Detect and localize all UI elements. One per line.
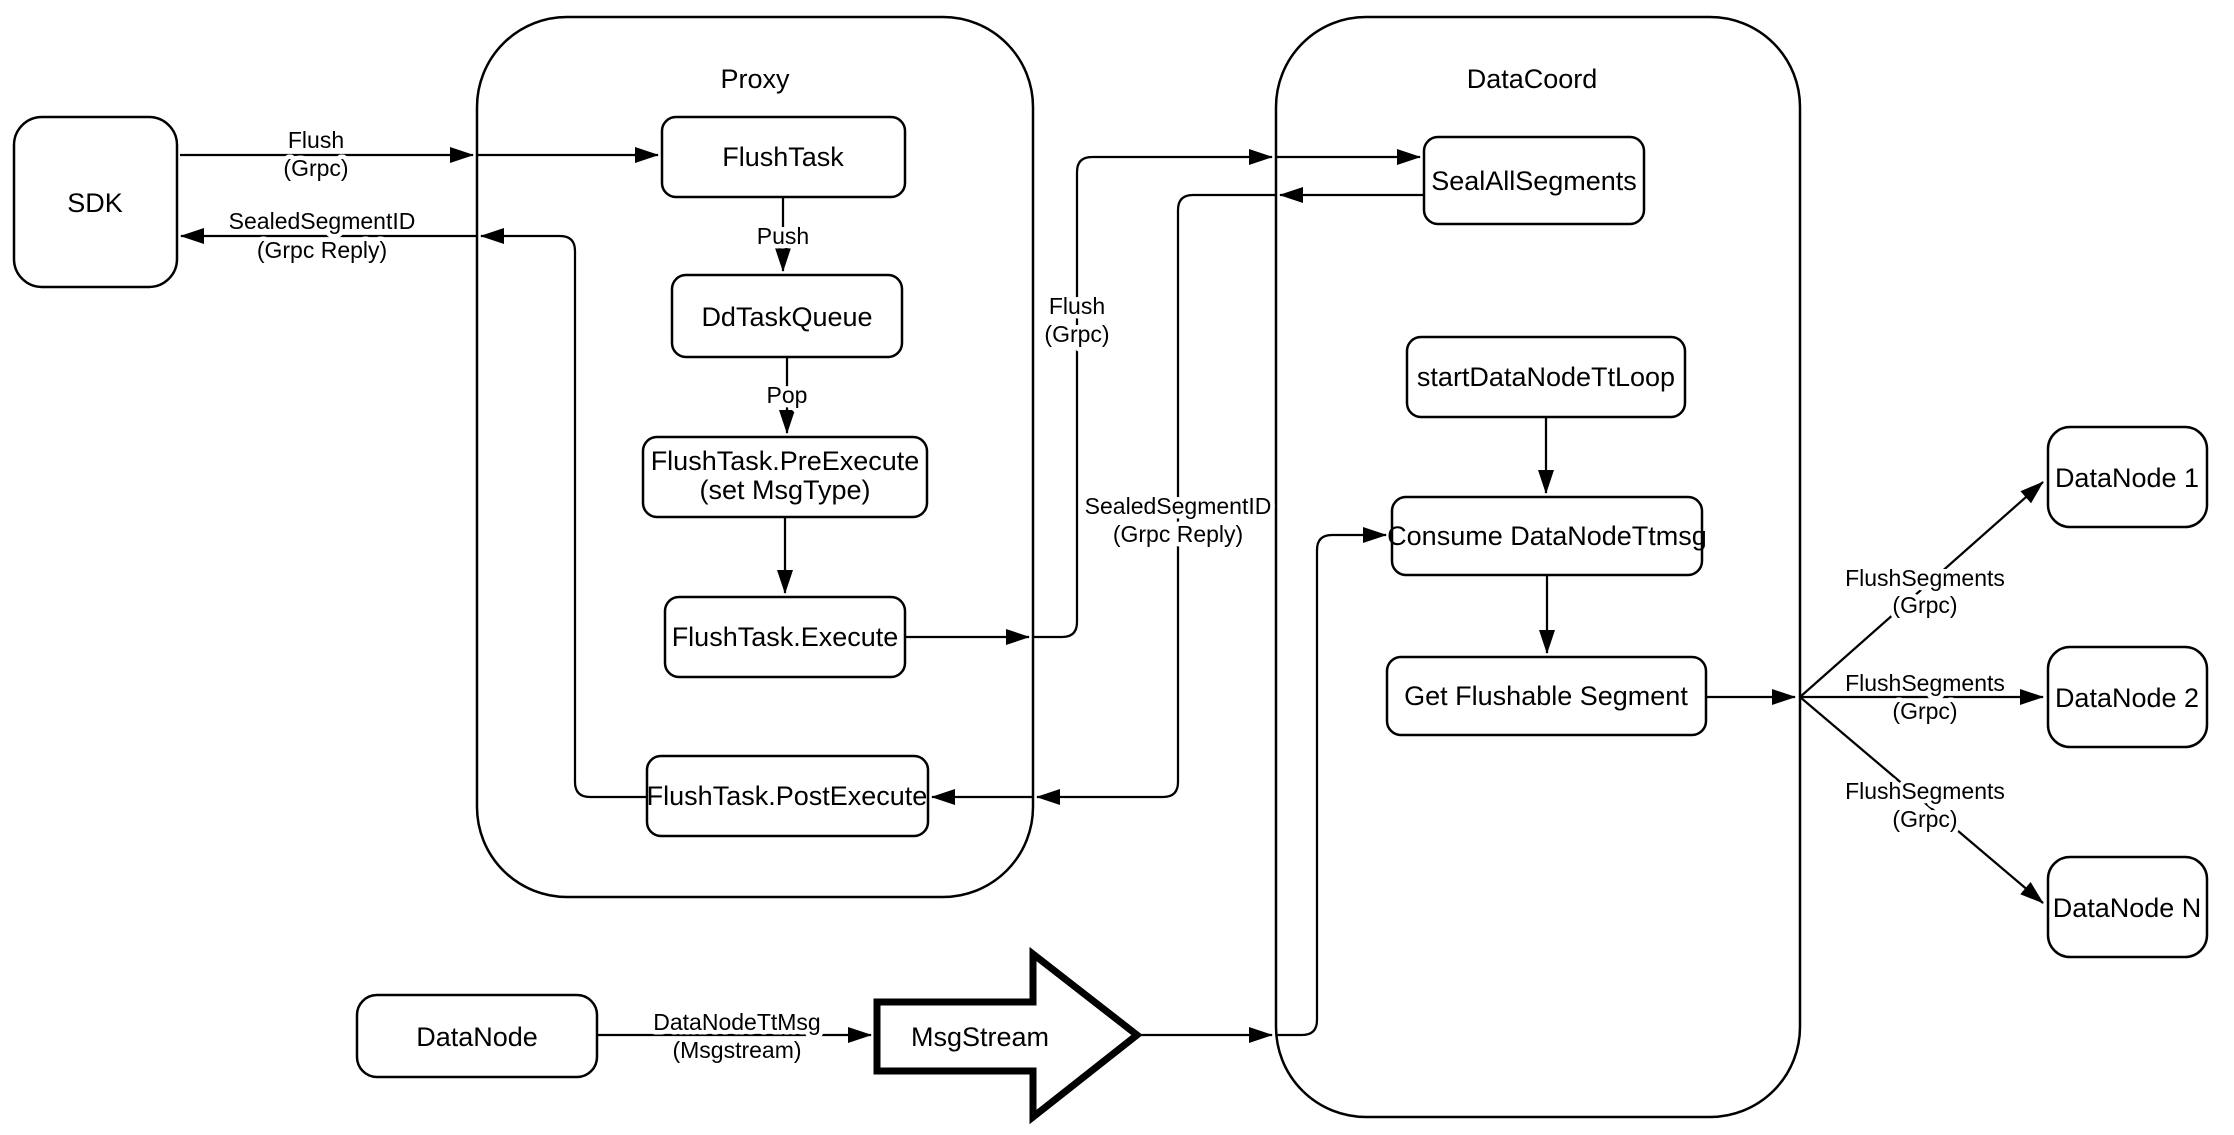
msgstream-label: MsgStream	[911, 1022, 1049, 1052]
node-startdatanodettloop: startDataNodeTtLoop	[1405, 335, 1687, 419]
datanode-1-box	[2046, 425, 2209, 529]
datanode-source-box	[355, 993, 599, 1079]
datanode-2-label: DataNode 2	[2055, 683, 2199, 713]
node-datanode-source: DataNode	[355, 993, 599, 1079]
get-flushable-segment-label: Get Flushable Segment	[1404, 681, 1688, 711]
ddtaskqueue-label: DdTaskQueue	[701, 302, 872, 332]
node-datanode-1: DataNode 1	[2046, 425, 2209, 529]
proxy-container-label: Proxy	[720, 64, 790, 94]
nodes: SDK FlushTask DdTaskQueue FlushTask.PreE…	[12, 115, 2209, 1125]
datacoord-container-border	[1274, 15, 1802, 1119]
node-msgstream: MsgStream	[873, 946, 1143, 1125]
node-sealallsegments: SealAllSegments	[1422, 135, 1646, 226]
edge-label-flushsegments-2-line2: (Grpc)	[1892, 698, 1957, 724]
proxy-container-border	[475, 15, 1035, 899]
execute-box	[663, 595, 907, 679]
datanode-n-label: DataNode N	[2053, 893, 2202, 923]
execute-label: FlushTask.Execute	[672, 622, 899, 652]
edge-label-flushsegments-3-line2: (Grpc)	[1892, 806, 1957, 832]
datanode-n-box	[2046, 855, 2209, 959]
edge-label-flushsegments-1-line2: (Grpc)	[1892, 592, 1957, 618]
get-flushable-segment-box	[1385, 655, 1708, 737]
postexecute-box	[645, 754, 930, 838]
preexecute-label-line1: FlushTask.PreExecute	[651, 446, 920, 476]
node-consume-datanodettmsg: Consume DataNodeTtmsg	[1387, 495, 1707, 577]
edge-label-pop: Pop	[767, 382, 808, 408]
edge-postexecute-to-proxy-border	[480, 228, 647, 799]
startdatanodettloop-label: startDataNodeTtLoop	[1417, 362, 1675, 392]
edge-flush-riser-to-datacoord	[1033, 149, 1273, 639]
preexecute-label-line2: (set MsgType)	[699, 475, 870, 505]
node-flushtask: FlushTask	[660, 115, 907, 199]
datanode-1-label: DataNode 1	[2055, 463, 2199, 493]
edge-label-datanodettmsg-line2: (Msgstream)	[672, 1037, 801, 1063]
datanode-2-box	[2046, 645, 2209, 749]
edge-label-flush-grpc-mid-line2: (Grpc)	[1044, 321, 1109, 347]
node-flushtask-postexecute: FlushTask.PostExecute	[645, 754, 930, 838]
sealallsegments-label: SealAllSegments	[1431, 166, 1637, 196]
sealallsegments-box	[1422, 135, 1646, 226]
edge-label-flushsegments-1-line1: FlushSegments	[1845, 565, 2005, 591]
node-flushtask-preexecute: FlushTask.PreExecute (set MsgType)	[641, 435, 929, 519]
consume-datanodettmsg-label: Consume DataNodeTtmsg	[1387, 521, 1707, 551]
edge-fan-to-datanode1	[1799, 481, 2044, 698]
node-datanode-n: DataNode N	[2046, 855, 2209, 959]
edges	[180, 147, 2044, 1043]
node-flushtask-execute: FlushTask.Execute	[663, 595, 907, 679]
edge-msgstream-riser-to-consume	[1276, 527, 1387, 1037]
edge-label-flushsegments-2-line1: FlushSegments	[1845, 670, 2005, 696]
edge-label-flushsegments-3-line1: FlushSegments	[1845, 778, 2005, 804]
edge-label-flush-grpc-sdk-line1: Flush	[288, 127, 344, 153]
edge-label-flush-grpc-mid-line1: Flush	[1049, 293, 1105, 319]
edge-sealed-riser-to-proxy	[1036, 193, 1276, 805]
edge-label-datanodettmsg-line1: DataNodeTtMsg	[653, 1009, 820, 1035]
consume-datanodettmsg-box	[1390, 495, 1704, 577]
node-get-flushable-segment: Get Flushable Segment	[1385, 655, 1708, 737]
postexecute-label: FlushTask.PostExecute	[647, 781, 928, 811]
ddtaskqueue-box	[670, 273, 904, 359]
flushtask-box	[660, 115, 907, 199]
edge-label-sealedsegmentid-sdk-line1: SealedSegmentID	[229, 208, 416, 234]
edge-label-sealedsegmentid-sdk-line2: (Grpc Reply)	[257, 237, 387, 263]
preexecute-box	[641, 435, 929, 519]
proxy-container: Proxy	[475, 15, 1035, 899]
edge-fan-to-datanoden	[1799, 696, 2044, 904]
edge-label-push: Push	[757, 223, 809, 249]
datacoord-container: DataCoord	[1274, 15, 1802, 1119]
node-sdk: SDK	[12, 115, 179, 289]
edge-label-flush-grpc-sdk-line2: (Grpc)	[283, 155, 348, 181]
flushtask-label: FlushTask	[722, 142, 844, 172]
node-datanode-2: DataNode 2	[2046, 645, 2209, 749]
node-ddtaskqueue: DdTaskQueue	[670, 273, 904, 359]
datanode-source-label: DataNode	[416, 1022, 538, 1052]
sdk-label: SDK	[67, 188, 123, 218]
msgstream-block-arrow	[873, 946, 1143, 1125]
datacoord-container-label: DataCoord	[1467, 64, 1598, 94]
edge-label-sealedsegmentid-mid-line1: SealedSegmentID	[1085, 493, 1272, 519]
edge-labels: Flush (Grpc) SealedSegmentID (Grpc Reply…	[224, 123, 2009, 1068]
edge-label-sealedsegmentid-mid-line2: (Grpc Reply)	[1113, 521, 1243, 547]
startdatanodettloop-box	[1405, 335, 1687, 419]
sdk-box	[12, 115, 179, 289]
